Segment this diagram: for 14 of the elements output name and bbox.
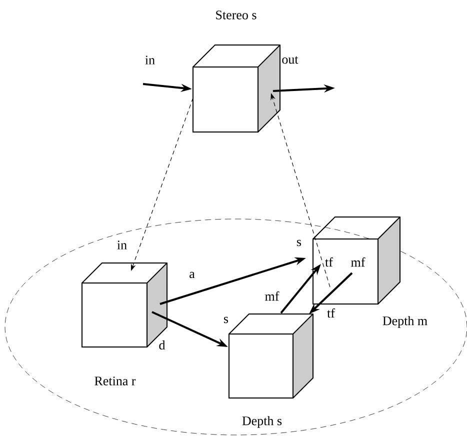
cube-heading: Depth m: [382, 316, 428, 328]
port-label: in: [145, 56, 155, 64]
port-label: in: [117, 240, 127, 250]
cube-heading: Retina r: [94, 376, 136, 386]
cube-heading: Depth s: [242, 416, 282, 428]
port-label: s: [297, 240, 302, 246]
port-label: tf: [327, 308, 335, 318]
cube-heading: Stereo s: [216, 10, 256, 20]
port-label: d: [159, 340, 166, 350]
port-label: a: [190, 272, 195, 278]
port-label: out: [282, 56, 298, 64]
dashed-ellipse: [4, 218, 467, 436]
port-label: mf: [265, 291, 280, 301]
port-label: s: [224, 316, 228, 324]
